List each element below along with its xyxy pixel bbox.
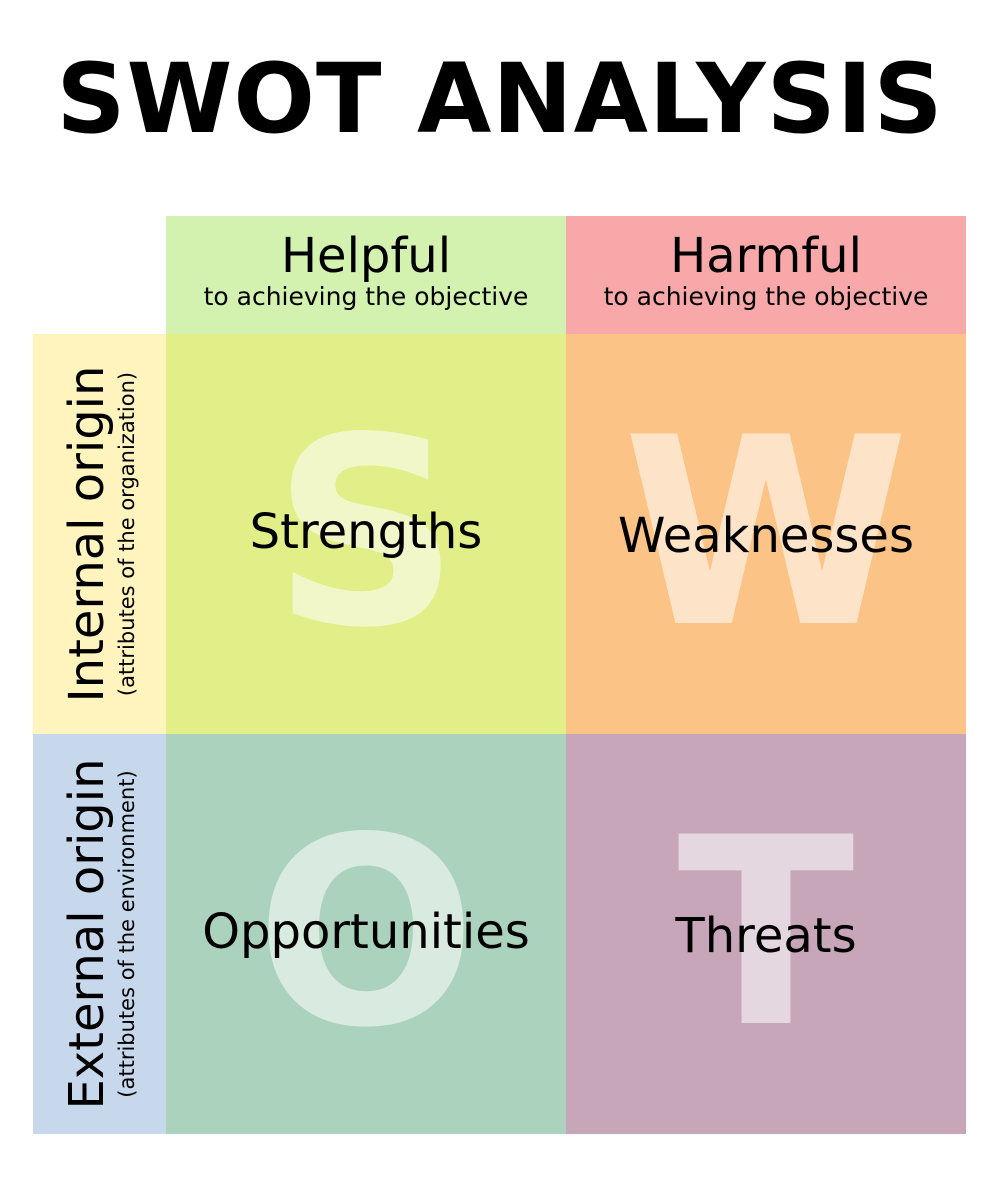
column-header-helpful-subtitle: to achieving the objective <box>203 282 529 311</box>
quadrant-strengths: S Strengths <box>166 334 566 734</box>
column-header-harmful-subtitle: to achieving the objective <box>603 282 929 311</box>
quadrant-weaknesses-label: Weaknesses <box>618 508 914 564</box>
row-header-external-text: External origin (attributes of the envir… <box>58 734 140 1134</box>
quadrant-strengths-letter: S <box>272 383 460 685</box>
row-header-external: External origin (attributes of the envir… <box>33 734 166 1134</box>
quadrant-weaknesses: W Weaknesses <box>566 334 966 734</box>
column-header-harmful: Harmful to achieving the objective <box>566 216 966 334</box>
row-header-internal-title: Internal origin <box>58 365 115 703</box>
quadrant-strengths-label: Strengths <box>249 504 483 560</box>
quadrant-threats: T Threats <box>566 734 966 1134</box>
column-header-helpful: Helpful to achieving the objective <box>166 216 566 334</box>
quadrant-threats-letter: T <box>677 783 855 1085</box>
column-header-helpful-title: Helpful <box>280 228 452 284</box>
row-header-internal-text: Internal origin (attributes of the organ… <box>58 334 140 734</box>
quadrant-opportunities-letter: O <box>255 783 477 1085</box>
row-header-internal-subtitle: (attributes of the organization) <box>114 371 139 697</box>
row-header-external-title: External origin <box>58 758 115 1110</box>
row-header-external-subtitle: (attributes of the environment) <box>114 770 139 1098</box>
quadrant-opportunities: O Opportunities <box>166 734 566 1134</box>
quadrant-weaknesses-letter: W <box>622 383 910 685</box>
column-header-harmful-title: Harmful <box>670 228 862 284</box>
quadrant-threats-label: Threats <box>675 908 857 964</box>
quadrant-opportunities-label: Opportunities <box>202 904 530 960</box>
row-header-internal: Internal origin (attributes of the organ… <box>33 334 166 734</box>
page-title: SWOT ANALYSIS <box>56 43 944 155</box>
